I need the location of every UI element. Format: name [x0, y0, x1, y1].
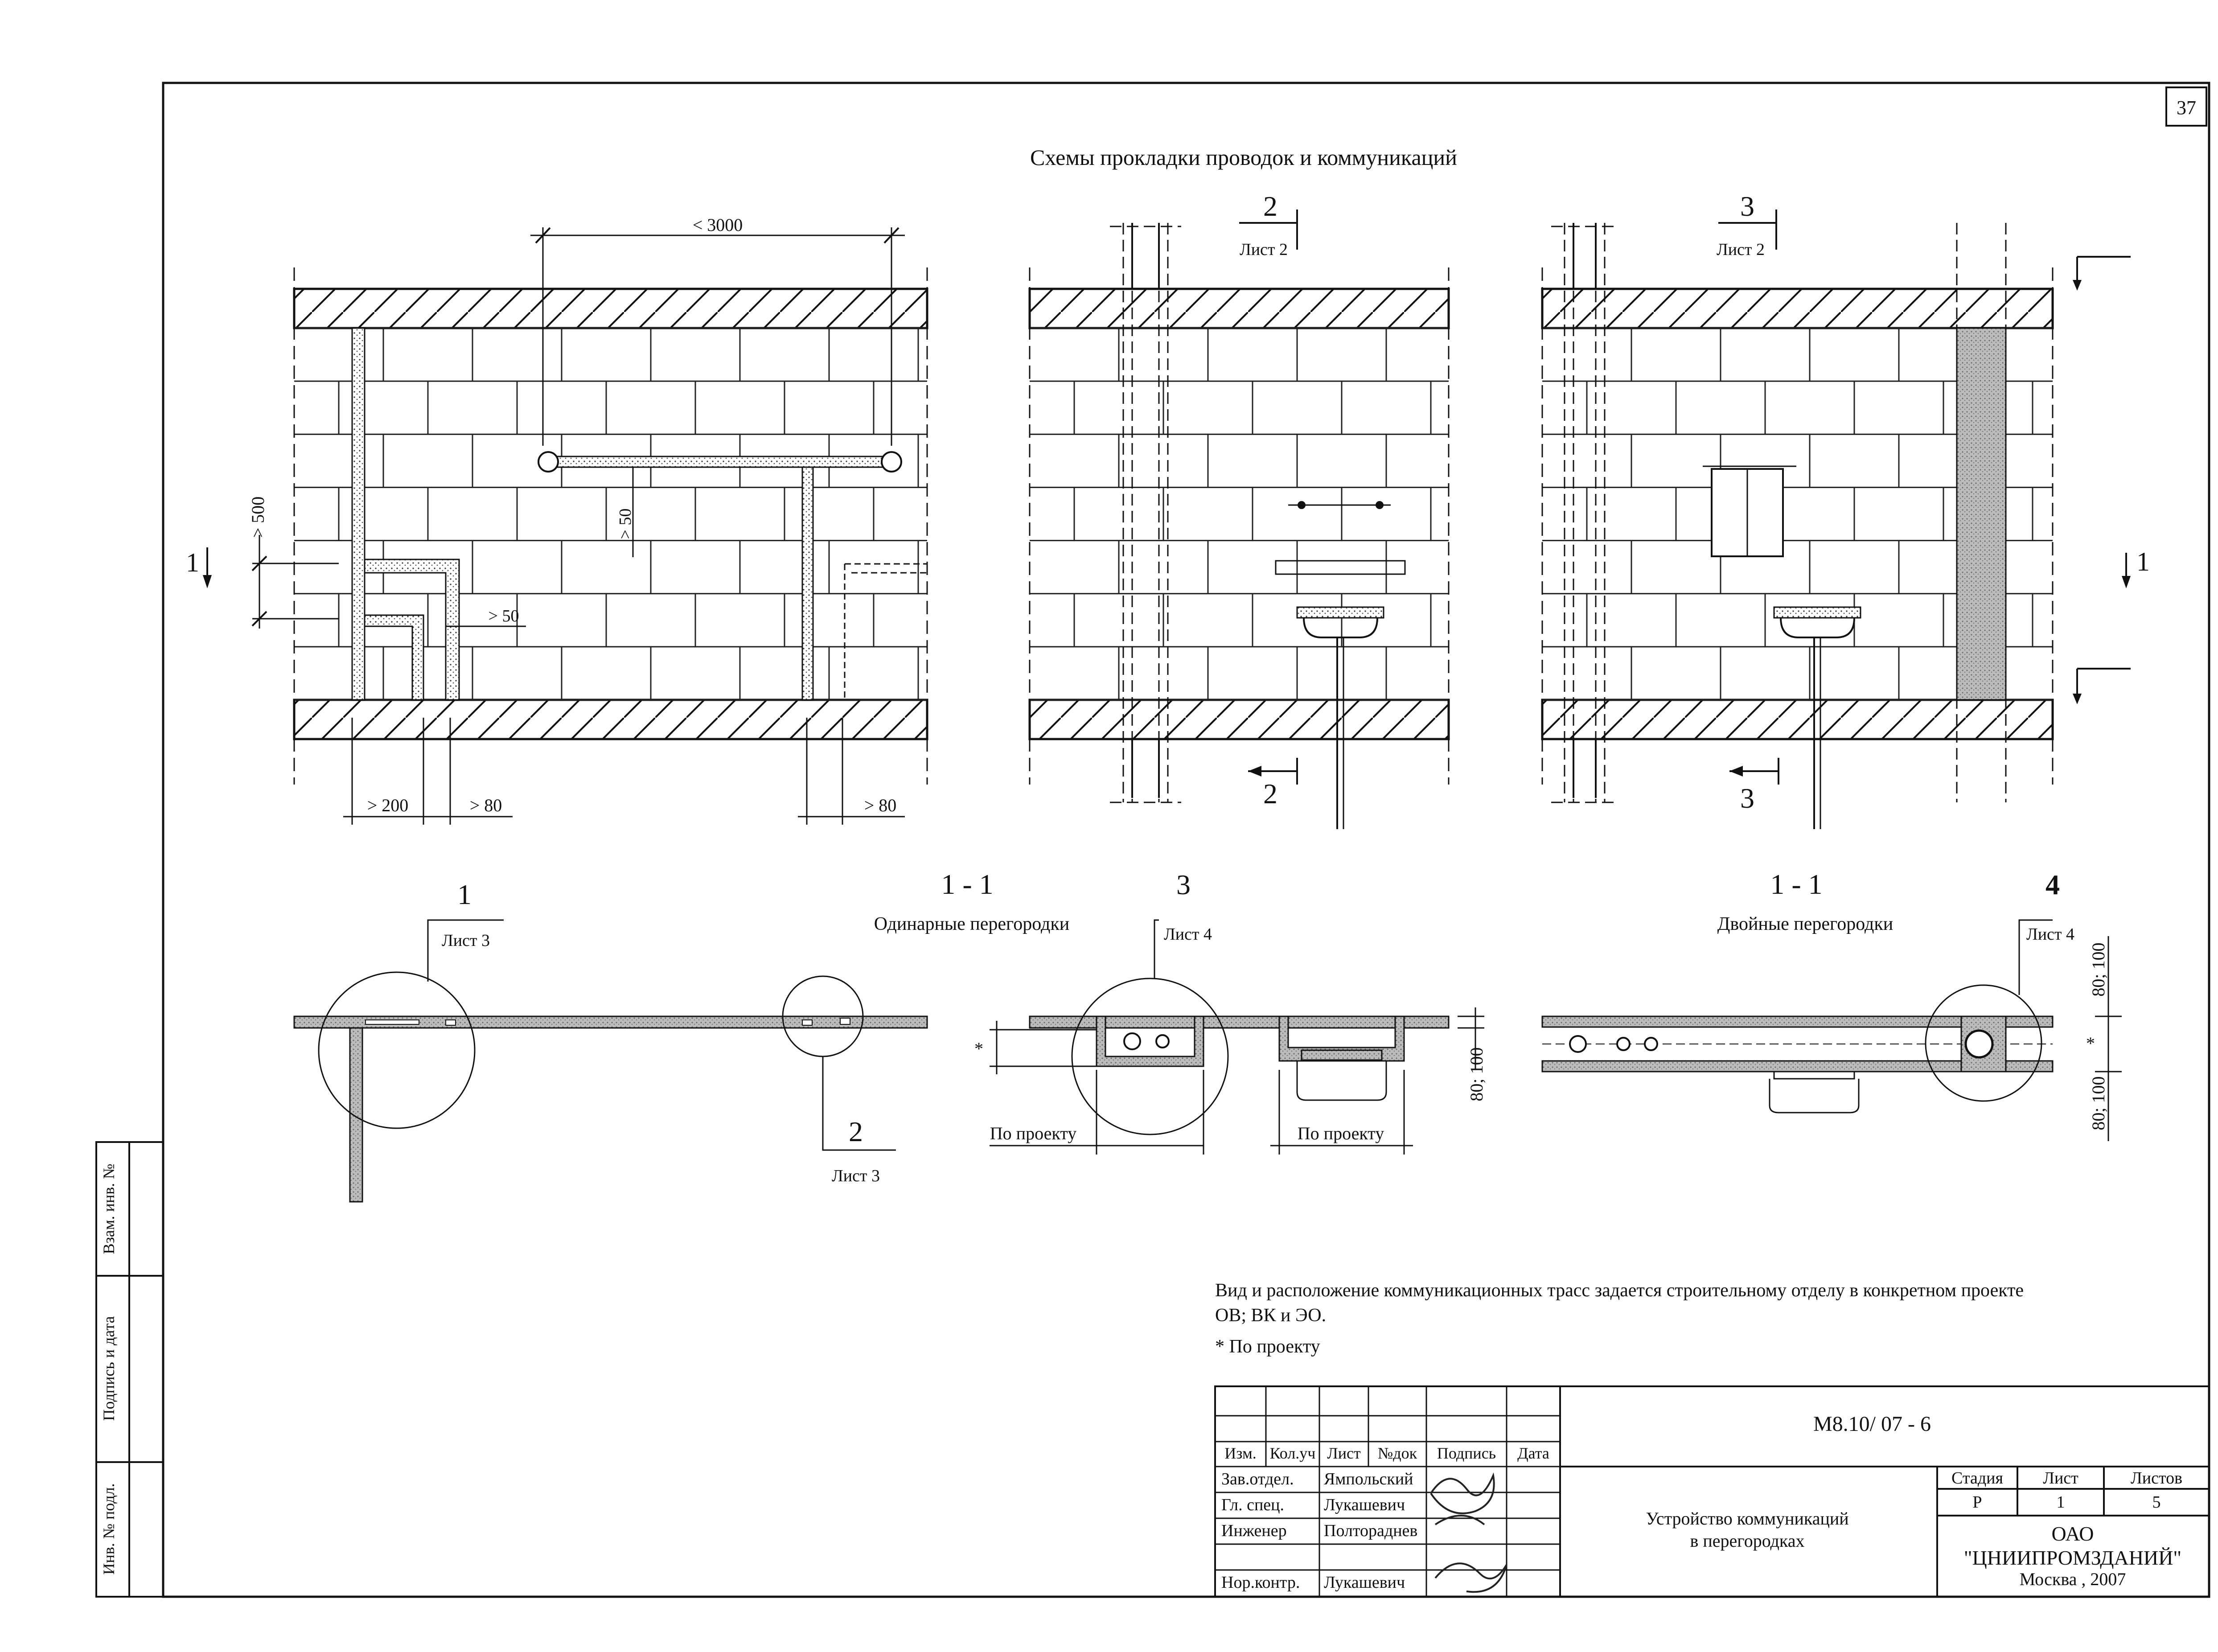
title-block-name: Лукашевич [1324, 1496, 1405, 1514]
dim-more-80-b: > 80 [864, 795, 897, 815]
stamp-inv: Инв. № подл. [100, 1483, 118, 1574]
title-block-role: Зав.отдел. [1221, 1470, 1294, 1488]
cut-label-2-bottom: 2 [1263, 778, 1277, 810]
note-line-2: ОВ; ВК и ЭО. [1215, 1305, 1326, 1326]
sheets-value: 5 [2152, 1493, 2161, 1512]
floor-slab-bottom-1 [293, 699, 928, 740]
signature-scribbles [1430, 1472, 1507, 1593]
sheet-number: 37 [2177, 97, 2196, 119]
title-block-name: Полтораднев [1324, 1521, 1417, 1540]
section-single-caption: Одинарные перегородки [874, 914, 1070, 934]
stamp-podpis: Подпись и дата [100, 1316, 118, 1421]
title-block-name: Ямпольский [1324, 1470, 1413, 1488]
page-title: Схемы прокладки проводок и коммуникаций [1030, 145, 1457, 170]
doc-title-2: в перегородках [1690, 1531, 1805, 1551]
sheet-header: Лист [2043, 1469, 2078, 1488]
dim-project-1: По проекту [990, 1123, 1076, 1143]
doc-code: М8.10/ 07 - 6 [1813, 1412, 1931, 1436]
floor-slab-top-1 [293, 288, 928, 329]
cut-label-3-bottom: 3 [1740, 782, 1754, 814]
callout-2-number: 2 [849, 1116, 863, 1147]
org-line-3: Москва , 2007 [2020, 1569, 2126, 1589]
note-star: * По проекту [1215, 1336, 1320, 1357]
brick-wall-1 [294, 327, 927, 701]
stage-value: Р [1972, 1493, 1982, 1512]
callout-3-sheet: Лист 4 [1164, 925, 1212, 944]
elevation-view-2: 2 Лист 2 2 [1028, 190, 1450, 829]
title-block-header: Изм. [1224, 1444, 1257, 1462]
sheet-number-box [2165, 86, 2207, 127]
dim-more-50-vertical: > 50 [616, 509, 635, 539]
dim-thickness-double-top: 80; 100 [2088, 942, 2108, 996]
dim-more-500: > 500 [248, 497, 268, 538]
section-double-label: 1 - 1 [1770, 868, 1822, 900]
title-block-role: Гл. спец. [1221, 1496, 1284, 1514]
callout-1-sheet: Лист 3 [442, 931, 490, 950]
cut-label-2-top: 2 [1263, 190, 1277, 222]
org-line-2: "ЦНИИПРОМЗДАНИЙ" [1964, 1546, 2181, 1569]
dim-more-80-a: > 80 [470, 795, 502, 815]
stage-header: Стадия [1951, 1469, 2003, 1488]
dim-more-200: > 200 [367, 795, 409, 815]
section-mark-1-right: 1 [2136, 547, 2150, 576]
elevation-view-3: 3 Лист 2 3 1 [1541, 190, 2150, 829]
title-block-role: Инженер [1221, 1521, 1287, 1540]
note-line-1: Вид и расположение коммуникационных трас… [1215, 1280, 2024, 1301]
sheet-value: 1 [2057, 1493, 2065, 1512]
cut-sheet-3-top: Лист 2 [1717, 240, 1765, 259]
star-mark-single: * [974, 1039, 983, 1059]
side-stamp [95, 1141, 164, 1598]
section-single-label: 1 - 1 [941, 868, 993, 900]
cut-label-3-top: 3 [1740, 190, 1754, 222]
sheets-header: Листов [2131, 1469, 2182, 1488]
sheet-frame [162, 82, 2210, 1598]
title-block-header: Лист [1327, 1444, 1361, 1462]
title-block-header: Дата [1517, 1444, 1549, 1462]
dim-more-50-horizontal: > 50 [489, 607, 519, 625]
star-mark-double: * [2086, 1033, 2095, 1053]
elevation-view-1: < 3000 > 500 > 50 > 50 > 200 > 80 > 80 1 [186, 215, 928, 825]
title-block-role: Нор.контр. [1221, 1573, 1300, 1592]
callout-2-sheet: Лист 3 [832, 1167, 880, 1185]
title-block-header: Подпись [1437, 1444, 1496, 1462]
dim-less-3000: < 3000 [693, 215, 743, 235]
title-block-header: №док [1378, 1444, 1417, 1462]
section-single-partitions: 1 - 1 Одинарные перегородки 1 Лист 3 2 Л… [293, 868, 1487, 1203]
section-double-caption: Двойные перегородки [1717, 914, 1894, 934]
title-block [1214, 1385, 2210, 1598]
dim-thickness-single: 80; 100 [1466, 1047, 1487, 1101]
cut-sheet-2-top: Лист 2 [1240, 240, 1288, 259]
dim-thickness-double-bottom: 80; 100 [2088, 1076, 2108, 1130]
section-double-partitions: 1 - 1 Двойные перегородки 4 Лист 4 80; 1… [1541, 868, 2122, 1141]
dim-project-2: По проекту [1298, 1123, 1384, 1143]
callout-3-number: 3 [1176, 869, 1191, 900]
stamp-vzam: Взам. инв. № [100, 1164, 118, 1254]
title-block-name: Лукашевич [1324, 1573, 1405, 1592]
doc-title-1: Устройство коммуникаций [1646, 1508, 1848, 1529]
title-block-header: Кол.уч [1270, 1444, 1316, 1462]
callout-4-number: 4 [2045, 869, 2060, 900]
org-line-1: ОАО [2051, 1522, 2094, 1545]
callout-4-sheet: Лист 4 [2026, 925, 2074, 944]
callout-1-number: 1 [457, 879, 472, 910]
section-mark-1-left: 1 [186, 548, 199, 577]
